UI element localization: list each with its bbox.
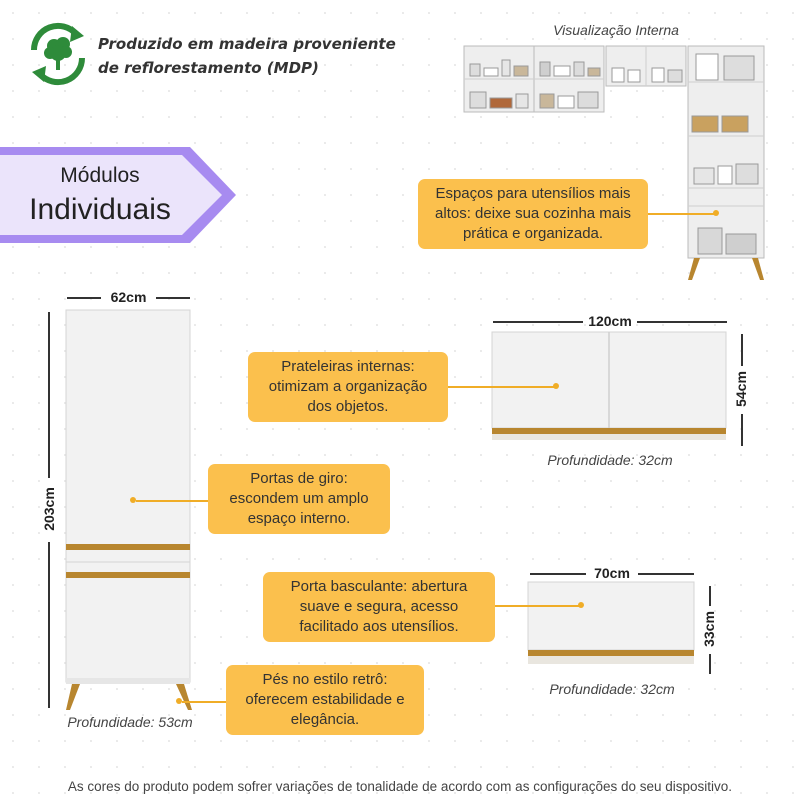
callout-shelves-line-2: otimizam a organização: [268, 378, 428, 395]
callout-shelves-line-3: dos objetos.: [307, 398, 389, 415]
callout-shelves-line-1: Prateleiras internas:: [281, 358, 415, 375]
callout-doors-dot: [130, 497, 136, 503]
small-width-label: 70cm: [594, 565, 630, 581]
callout-doors-leader: [136, 500, 210, 502]
callout-flap: Porta basculante: abertura suave e segur…: [263, 572, 495, 642]
callout-utensils-leader: [648, 213, 714, 215]
small-height-label: 33cm: [701, 611, 717, 647]
callout-doors-line-1: Portas de giro:: [250, 470, 348, 487]
upper-height-line-top: [741, 334, 743, 366]
color-disclaimer: As cores do produto podem sofrer variaçõ…: [67, 779, 733, 794]
internal-view-illustration: [463, 45, 765, 280]
small-width-line-left: [530, 573, 586, 575]
upper-depth-label: Profundidade: 32cm: [547, 452, 673, 468]
tall-cabinet: [65, 309, 192, 710]
internal-view-title: Visualização Interna: [553, 22, 679, 38]
recycle-tree-icon: [30, 22, 86, 86]
tall-depth-label: Profundidade: 53cm: [67, 714, 193, 730]
callout-feet-line-3: elegância.: [290, 711, 360, 728]
callout-feet-line-1: Pés no estilo retrô:: [262, 671, 388, 688]
small-height-line-top: [709, 586, 711, 606]
callout-flap-leader: [495, 605, 579, 607]
upper-width-line-left: [493, 321, 583, 323]
callout-utensils-line-2: altos: deixe sua cozinha mais: [435, 205, 631, 222]
callout-shelves: Prateleiras internas: otimizam a organiz…: [248, 352, 448, 422]
eco-line-2: de reflorestamento (MDP): [98, 59, 319, 77]
banner-title-line-2: Individuais: [29, 193, 171, 226]
callout-feet-dot: [176, 698, 182, 704]
callout-utensils-line-3: prática e organizada.: [462, 225, 604, 242]
callout-feet: Pés no estilo retrô: oferecem estabilida…: [226, 665, 424, 735]
tall-width-line-right: [156, 297, 190, 299]
callout-feet-leader: [182, 701, 228, 703]
upper-cabinet: [491, 331, 727, 440]
tall-width-label: 62cm: [110, 289, 147, 305]
tall-width-line-left: [67, 297, 101, 299]
callout-doors-line-2: escondem um amplo: [229, 490, 369, 507]
modules-banner: [0, 147, 236, 243]
upper-width-label: 120cm: [588, 313, 632, 329]
callout-utensils: Espaços para utensílios mais altos: deix…: [418, 179, 648, 249]
small-height-line-bottom: [709, 654, 711, 674]
callout-flap-line-3: facilitado aos utensílios.: [299, 618, 459, 635]
callout-utensils-line-1: Espaços para utensílios mais: [435, 185, 631, 202]
callout-shelves-leader: [448, 386, 554, 388]
callout-doors-line-3: espaço interno.: [247, 510, 351, 527]
callout-doors: Portas de giro: escondem um amplo espaço…: [208, 464, 390, 534]
small-cabinet: [527, 581, 695, 664]
callout-shelves-dot: [553, 383, 559, 389]
small-width-line-right: [638, 573, 694, 575]
eco-badge-text: Produzido em madeira proveniente de refl…: [98, 32, 418, 80]
upper-height-line-bottom: [741, 414, 743, 446]
callout-flap-dot: [578, 602, 584, 608]
banner-title-line-1: Módulos: [60, 164, 140, 187]
callout-feet-line-2: oferecem estabilidade e: [245, 691, 405, 708]
eco-line-1: Produzido em madeira proveniente: [98, 35, 396, 53]
callout-utensils-dot: [713, 210, 719, 216]
tall-height-label: 203cm: [41, 487, 57, 531]
tall-height-line-top: [48, 312, 50, 478]
callout-flap-line-1: Porta basculante: abertura: [290, 578, 468, 595]
upper-height-label: 54cm: [733, 371, 749, 407]
small-depth-label: Profundidade: 32cm: [549, 681, 675, 697]
upper-width-line-right: [637, 321, 727, 323]
callout-flap-line-2: suave e segura, acesso: [299, 598, 459, 615]
tall-height-line-bottom: [48, 542, 50, 708]
